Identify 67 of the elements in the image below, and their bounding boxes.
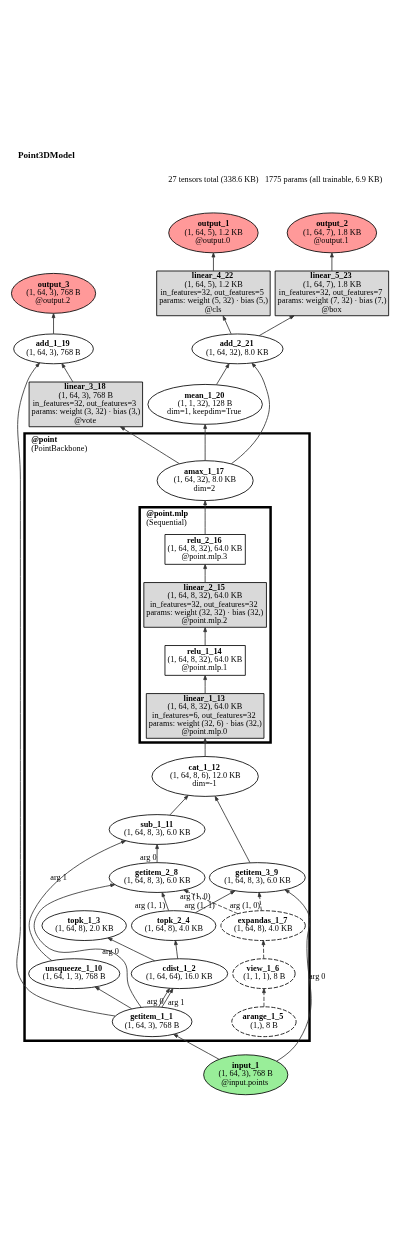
arrow [276, 888, 312, 1061]
arrow [230, 362, 270, 464]
arrow [257, 891, 262, 911]
arrow [183, 889, 239, 914]
node-ellipse: cat_1_12 (1, 64, 8, 6), 12.0 KB dim=-1 [151, 755, 259, 797]
node-ellipse: add_2_21 (1, 64, 32), 8.0 KB [191, 333, 284, 364]
edge-label: arg (1, 1) [184, 900, 215, 910]
arrow [211, 252, 216, 271]
edge-label: arg 0 [147, 996, 164, 1006]
arrow [28, 839, 127, 961]
arrow [214, 795, 251, 863]
edge-label: arg 1 [50, 872, 67, 882]
arrow [330, 252, 334, 271]
edge-label: arg 0 [140, 852, 157, 862]
arrow [216, 362, 230, 385]
node-ellipse: cdist_1_2 (1, 64, 64), 16.0 KB [130, 957, 229, 989]
arrow [51, 312, 56, 334]
node-ellipse: output_3 (1, 64, 3), 768 B @output.2 [11, 272, 97, 314]
arrow [94, 986, 133, 1009]
node-box: linear_5_23 (1, 64, 7), 1.8 KB in_features=32, out_features=7 params: weight (7, 32) · bias (7,) @box [274, 270, 390, 316]
arrow [222, 315, 232, 334]
edge-label: arg 1 [167, 997, 185, 1007]
node-box: relu_1_14 (1, 64, 8, 32), 64.0 KB @point.mlp.1 [164, 644, 246, 676]
arrow [203, 423, 207, 461]
arrow [258, 314, 295, 336]
arrow [203, 737, 207, 757]
arrow [33, 883, 142, 1008]
node-ellipse: input_1 (1, 64, 3), 768 B @input.points [203, 1053, 289, 1095]
arrow [155, 843, 159, 863]
node-ellipse: topk_2_4 (1, 64, 8), 4.0 KB [131, 909, 217, 941]
node-ellipse: output_2 (1, 64, 7), 1.8 KB @output.1 [286, 212, 378, 253]
node-box: linear_3_18 (1, 64, 3), 768 B in_features=32, out_features=3 params: weight (3, 32) · bias (3,) @vote [28, 381, 143, 427]
node-ellipse: add_1_19 (1, 64, 3), 768 B [13, 333, 94, 364]
arrow [262, 987, 266, 1007]
node-ellipse: arange_1_5 (1,), 8 B [231, 1005, 297, 1037]
arrow [173, 1033, 220, 1060]
edge-label: arg 0 [102, 946, 119, 956]
edge-label: arg (1, 1) [134, 900, 166, 910]
arrow [203, 626, 207, 646]
node-box: linear_1_13 (1, 64, 8, 32), 64.0 KB in_features=6, out_features=32 params: weight (32, 6) · bias (32,) @point.mlp.0 [145, 692, 265, 739]
node-box: linear_4_22 (1, 64, 5), 1.2 KB in_features=32, out_features=5 params: weight (5, 32) · bias (5,) @cls [156, 270, 271, 316]
node-ellipse: expandas_1_7 (1, 64, 8), 4.0 KB [220, 909, 306, 941]
edge-label: arg (1, 0) [180, 891, 211, 901]
arrow [169, 794, 189, 815]
node-box: relu_2_16 (1, 64, 8, 32), 64.0 KB @point.mlp.3 [164, 533, 246, 565]
arrow [107, 937, 156, 961]
node-ellipse: mean_1_20 (1, 1, 32), 128 B dim=1, keepdim=True [147, 383, 263, 425]
diagram-title: Point3DModel [17, 149, 75, 160]
arrow [203, 563, 207, 583]
label: 1775 params (all trainable, 6.9 KB) [264, 174, 383, 184]
arrow [61, 362, 74, 382]
node-ellipse: view_1_6 (1, 1, 1), 8 B [232, 957, 296, 989]
arrow [261, 939, 266, 959]
edge-label: arg (1, 0) [229, 900, 261, 910]
node-ellipse: amax_1_17 (1, 64, 32), 8.0 KB dim=2 [156, 459, 254, 501]
arrow [203, 674, 207, 694]
node-box: linear_2_15 (1, 64, 8, 32), 64.0 KB in_features=32, out_features=32 params: weight (32, 32) · bias (32,) @point.mlp.2 [143, 581, 267, 628]
arrow [195, 889, 236, 913]
label: 27 tensors total (338.6 KB) [168, 174, 259, 184]
arrow [161, 987, 174, 1008]
arrow [174, 939, 179, 959]
node-ellipse: output_1 (1, 64, 5), 1.2 KB @output.0 [168, 212, 259, 253]
arrow [203, 499, 207, 535]
arrow [158, 987, 170, 1007]
arrow [16, 362, 116, 1016]
arrow [161, 891, 169, 911]
arrow [120, 425, 180, 464]
